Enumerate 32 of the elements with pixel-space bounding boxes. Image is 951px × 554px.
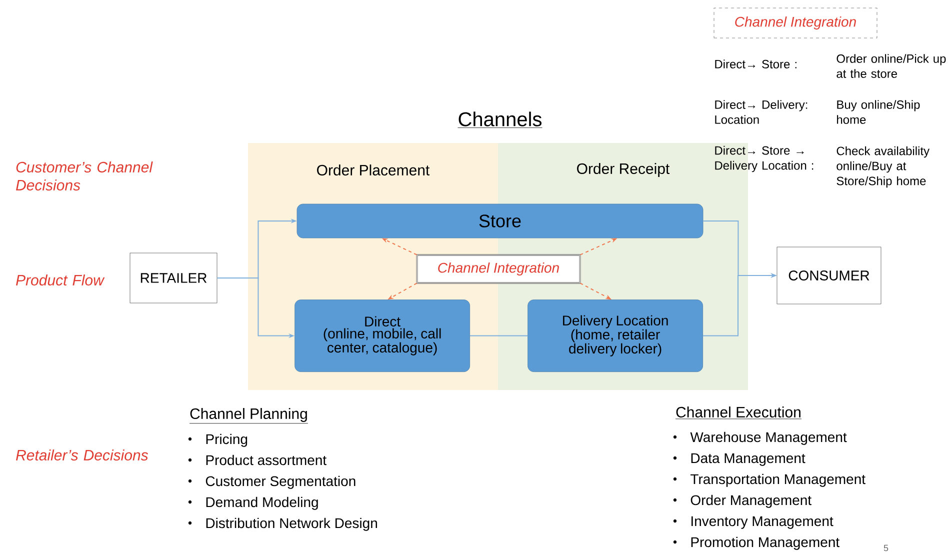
definition-text: Direct→ Delivery: Location bbox=[715, 100, 808, 124]
side-label: Retailer’s Decisions bbox=[16, 449, 148, 460]
list-item: Warehouse Management bbox=[690, 432, 847, 445]
list-item: Inventory Management bbox=[691, 516, 834, 529]
party-box: RETAILER bbox=[130, 252, 218, 304]
list-item: Data Management bbox=[691, 453, 806, 466]
channel-box: Delivery Location (home, retailer delivery locker) bbox=[528, 300, 703, 372]
integration-box: Channel Integration bbox=[714, 8, 878, 38]
side-label: Product Flow bbox=[16, 274, 105, 286]
definition-text: Buy online/Ship home bbox=[837, 100, 920, 124]
integration-box: Channel Integration bbox=[416, 254, 581, 284]
list-item: Transportation Management bbox=[690, 474, 866, 487]
list-item: Product assortment bbox=[206, 454, 326, 466]
heading: Channels bbox=[458, 112, 542, 128]
page-number: 5 bbox=[884, 544, 888, 552]
channel-box: Store bbox=[296, 204, 704, 238]
list-heading: Channel Planning bbox=[189, 408, 308, 424]
channel-box: Direct (online, mobile, call center, catalogue) bbox=[294, 300, 470, 372]
definition-text: Check availability online/Buy at Store/Ship home bbox=[836, 146, 930, 188]
definition-text: Order online/Pick up at the store bbox=[836, 54, 946, 78]
connector-line bbox=[470, 335, 528, 336]
party-box: CONSUMER bbox=[776, 246, 882, 304]
list-item: Customer Segmentation bbox=[206, 476, 356, 489]
list-heading: Channel Execution bbox=[675, 406, 802, 420]
list-item: Promotion Management bbox=[691, 536, 840, 550]
list-item: Pricing bbox=[206, 434, 248, 447]
list-item: Demand Modeling bbox=[206, 496, 318, 510]
definition-text: Direct→ Store : bbox=[715, 60, 796, 68]
definition-text: Direct→ Store → Delivery Location : bbox=[715, 146, 814, 172]
list-item: Order Management bbox=[690, 494, 812, 508]
list-item: Distribution Network Design bbox=[206, 518, 377, 531]
side-label: Customer’s Channel Decisions bbox=[16, 162, 153, 190]
